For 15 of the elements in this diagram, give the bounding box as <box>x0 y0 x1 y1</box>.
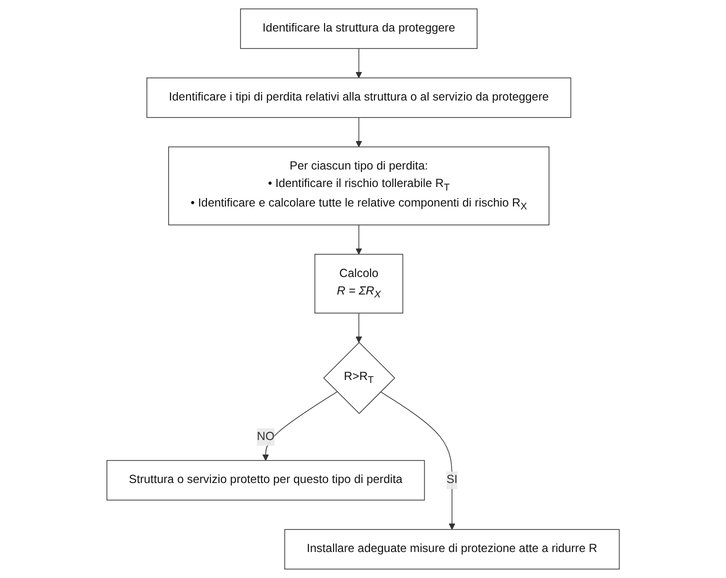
node-box: Identificare i tipi di perdita relativi alla struttura o al servizio da proteggere <box>146 78 572 118</box>
node-box: Struttura o servizio protetto per questo tipo di perdita <box>106 460 425 500</box>
node-box: Installare adeguate misure di protezione atte a ridurre R <box>284 529 620 570</box>
node-box: Calcolo R = ΣR$_{X}$ <box>314 254 404 314</box>
arrow <box>356 224 362 255</box>
arrow <box>356 312 362 343</box>
node-diamond: R>R$_{T}$ <box>323 342 396 414</box>
node-box: Per ciascun tipo di perdita: • Identificare il rischio tollerabile R$_{T}$ • Identificare e calcolare tutte le relative componenti di rischio R$_{X}$ <box>168 146 550 226</box>
node-box: Identificare la struttura da proteggere <box>240 8 478 49</box>
arrow <box>380 391 456 530</box>
edge-label: SI <box>446 474 458 486</box>
arrow <box>356 48 362 78</box>
arrow <box>262 391 338 461</box>
edge-label: NO <box>256 430 274 443</box>
arrow <box>356 117 362 148</box>
